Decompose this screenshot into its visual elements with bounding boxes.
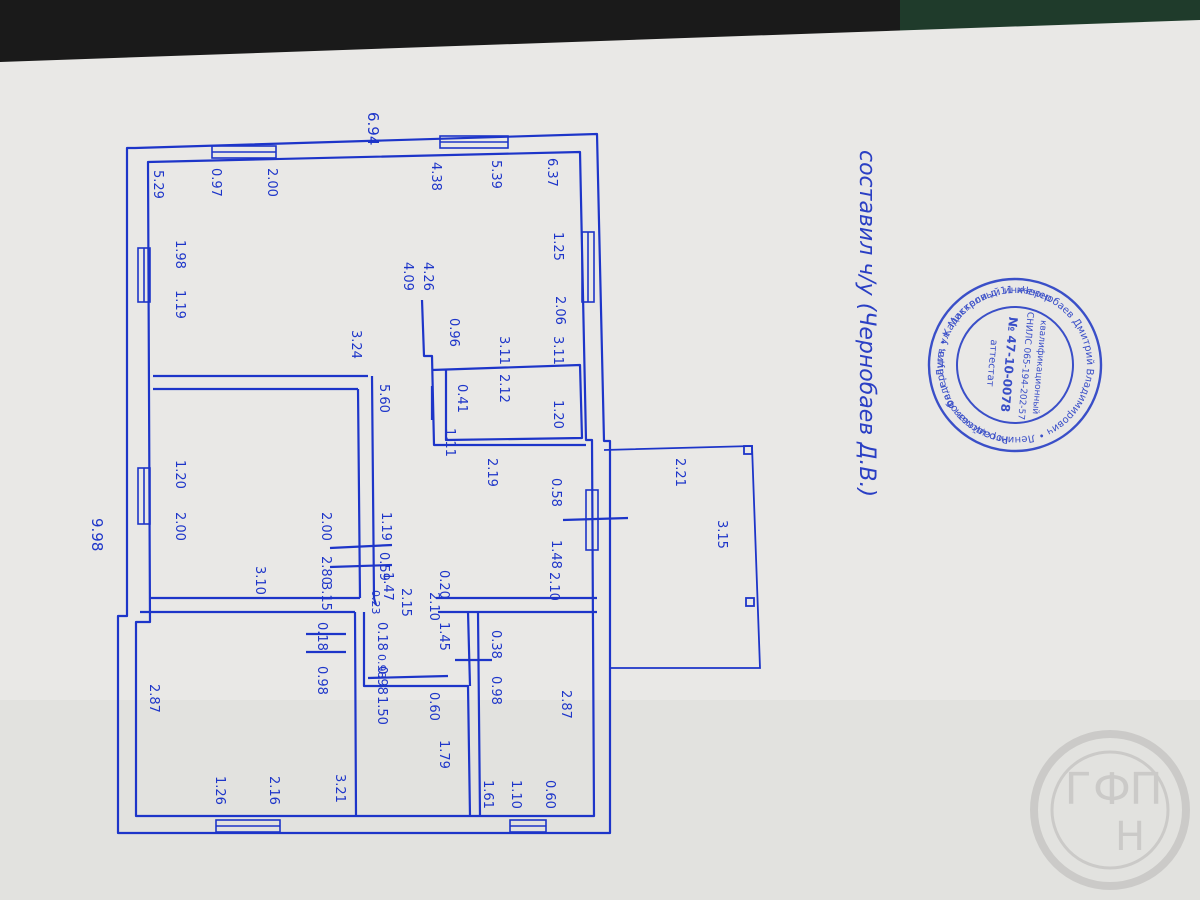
dim-label: 2.87 xyxy=(558,690,573,719)
dim-label: 0.98 xyxy=(374,666,389,695)
dim-label: 3.15 xyxy=(318,582,333,611)
dim-label: 4.38 xyxy=(428,162,443,191)
dim-label: 1.47 xyxy=(380,572,395,601)
dim-label: 0.98 xyxy=(314,666,329,695)
dim-label: 3.10 xyxy=(252,566,267,595)
dim-label: 2.80 xyxy=(318,556,333,585)
dim-label: 2.00 xyxy=(318,512,333,541)
dim-label: 1.19 xyxy=(172,290,187,319)
dim-label: 0.96 xyxy=(446,318,461,347)
dim-label: 0.98 xyxy=(488,676,503,705)
watermark-letter: Н xyxy=(1115,814,1145,860)
dim-label: 4.09 xyxy=(400,262,415,291)
dim-label: 0.20 xyxy=(436,570,451,599)
watermark-letter: П xyxy=(1129,764,1162,815)
dim-label: 2.12 xyxy=(496,374,511,403)
dim-label: 2.16 xyxy=(266,776,281,805)
dim-label: 1.79 xyxy=(436,740,451,769)
wall-lower-horizontal xyxy=(140,596,597,614)
dimension-labels: 9.98 6.94 5.29 0.97 2.00 4.38 5.39 6.37 … xyxy=(88,112,729,809)
dim-label: 2.10 xyxy=(546,572,561,601)
dim-label: 0.23 xyxy=(369,590,382,615)
outer-wall-outer xyxy=(116,132,612,835)
veranda xyxy=(603,445,761,669)
dim-label: 1.61 xyxy=(480,780,495,809)
wall-bathroom xyxy=(353,611,482,817)
wall-mid-top xyxy=(153,374,368,391)
dim-label: 0.38 xyxy=(488,630,503,659)
dim-label: 0.18 xyxy=(374,622,389,651)
dim-label: 1.20 xyxy=(172,460,187,489)
dim-label: 1.45 xyxy=(436,622,451,651)
dim-label: 2.06 xyxy=(552,296,567,325)
dim-label: 5.29 xyxy=(150,170,165,199)
dim-label: 1.50 xyxy=(374,696,389,725)
dim-label: 5.60 xyxy=(376,384,391,413)
dim-label: 3.21 xyxy=(332,774,347,803)
dim-label: 1.48 xyxy=(548,540,563,569)
dim-label: 2.00 xyxy=(172,512,187,541)
dim-label: 0.60 xyxy=(542,780,557,809)
dim-label: 0.41 xyxy=(454,384,469,413)
dim-label: 2.10 xyxy=(426,592,441,621)
dim-label: 0.59 xyxy=(376,552,391,581)
dim-label: 5.39 xyxy=(488,160,503,189)
paper-sheet xyxy=(0,20,1200,900)
overall-width-label: 9.98 xyxy=(88,518,106,551)
paper-shadow xyxy=(0,700,1200,900)
door-marks xyxy=(306,386,629,680)
dim-label: 1.11 xyxy=(442,428,457,457)
windows xyxy=(137,135,599,833)
dim-label: 3.24 xyxy=(348,330,363,359)
dim-label: 0.18 xyxy=(314,622,329,651)
watermark-letter: Ф xyxy=(1093,764,1131,815)
dim-label: 2.87 xyxy=(146,684,161,713)
dim-label: 2.00 xyxy=(264,168,279,197)
dim-label: 2.19 xyxy=(484,458,499,487)
dim-label: 4.26 xyxy=(420,262,435,291)
dim-label: 2.21 xyxy=(672,458,687,487)
dim-label: 3.15 xyxy=(714,520,729,549)
dim-label: 3.11 xyxy=(496,336,511,365)
dim-label: 1.98 xyxy=(172,240,187,269)
dim-label: 0.97 xyxy=(208,168,223,197)
wall-small-room xyxy=(420,299,586,447)
dim-label: 2.15 xyxy=(398,588,413,617)
watermark-logo: Г Ф П Н xyxy=(1030,730,1190,890)
dim-label: 1.26 xyxy=(212,776,227,805)
dim-label: 1.10 xyxy=(508,780,523,809)
door-right-wall xyxy=(585,489,599,551)
overall-depth-label: 6.94 xyxy=(364,112,382,145)
dim-label: 1.20 xyxy=(550,400,565,429)
dim-label: 3.11 xyxy=(550,336,565,365)
author-signature: составил ч/у (Чернобаев Д.В.) xyxy=(854,150,879,497)
watermark-letter: Г xyxy=(1065,764,1092,815)
wall-mid-left-right xyxy=(356,375,376,599)
dim-label: 0.98 xyxy=(375,654,388,679)
dim-label: 0.58 xyxy=(548,478,563,507)
dim-label: 1.19 xyxy=(378,512,393,541)
dim-label: 1.25 xyxy=(550,232,565,261)
dim-label: 6.37 xyxy=(544,158,559,187)
dim-label: 0.60 xyxy=(426,692,441,721)
stamp-inner-line: аттестат xyxy=(984,339,999,387)
